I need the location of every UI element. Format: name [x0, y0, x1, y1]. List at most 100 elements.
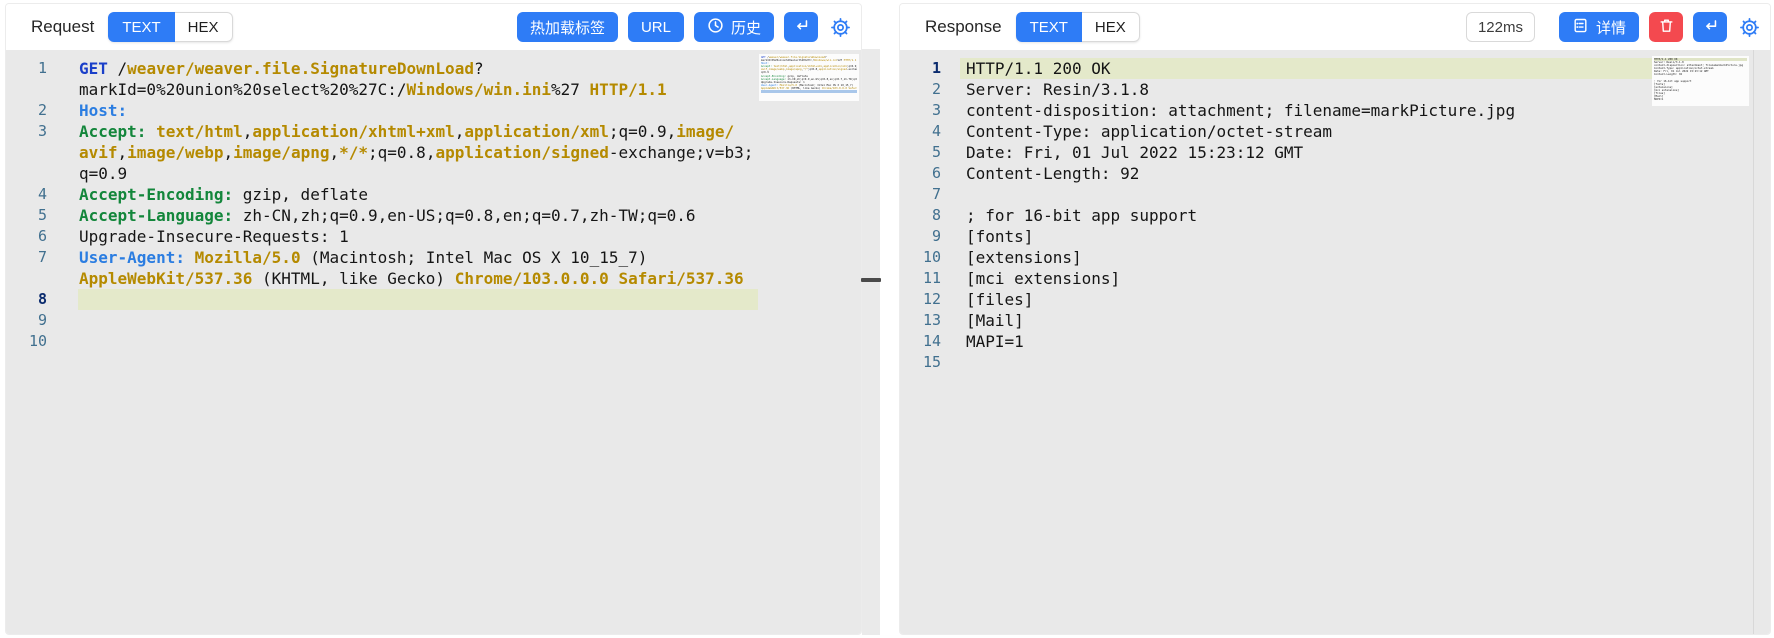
minimap-row: [extensions]: [1654, 85, 1673, 89]
hot-reload-tags-button[interactable]: 热加载标签: [516, 12, 618, 42]
url-label: URL: [640, 18, 671, 36]
send-request-button[interactable]: [784, 12, 818, 42]
line-number: 10: [922, 248, 941, 266]
response-settings-gear-icon[interactable]: [1739, 17, 1760, 38]
minimap-row: Accept-Language: zh-CN,zh;q=0.9,en-US;q=…: [761, 77, 857, 81]
line-number: 14: [922, 332, 941, 350]
code-line[interactable]: 7: [900, 184, 1770, 205]
line-number: 2: [931, 80, 941, 98]
request-panel: Request TEXT HEX 热加载标签 URL 历史: [5, 3, 862, 635]
code-line[interactable]: 12[files]: [900, 289, 1770, 310]
minimap-row: Server: Resin/3.1.8: [1654, 61, 1684, 65]
code-line[interactable]: 13[Mail]: [900, 310, 1770, 331]
code-line[interactable]: q=0.9: [79, 164, 128, 183]
line-number: 9: [931, 227, 941, 245]
response-header: Response TEXT HEX 122ms 详情: [900, 4, 1770, 50]
hot-reload-tags-label: 热加载标签: [529, 19, 605, 37]
minimap-row: AppleWebKit/537.36 (KHTML, like Gecko) C…: [761, 86, 857, 90]
minimap-row: q=0.9: [761, 71, 769, 75]
line-number: 6: [37, 227, 47, 245]
clock-icon: [707, 17, 724, 38]
line-number: 1: [931, 59, 941, 77]
line-number: 1: [37, 59, 47, 77]
code-line[interactable]: 8; for 16-bit app support: [900, 205, 1770, 226]
line-number: 9: [37, 311, 47, 329]
response-title: Response: [925, 17, 1002, 36]
request-minimap[interactable]: GET /weaver/weaver.file.SignatureDownLoa…: [759, 54, 859, 102]
minimap-row: [Mail]: [1654, 95, 1664, 99]
details-button[interactable]: 详情: [1558, 12, 1639, 42]
response-scrollbar-track[interactable]: [1753, 50, 1754, 634]
request-editor[interactable]: 1 GET /weaver/weaver.file.SignatureDownLo…: [6, 50, 861, 634]
line-number: 7: [931, 185, 941, 203]
response-tab-text[interactable]: TEXT: [1015, 12, 1082, 42]
response-view-mode-switch: TEXT HEX: [1015, 12, 1140, 42]
send-from-response-button[interactable]: [1693, 12, 1727, 42]
line-number: 10: [28, 332, 47, 350]
line-number: 5: [37, 206, 47, 224]
minimap-row: content-disposition: attachment; filenam…: [1654, 64, 1744, 68]
latency-badge: 122ms: [1465, 12, 1535, 42]
code-line[interactable]: 1 HTTP/1.1 200 OK: [900, 58, 1770, 79]
request-tab-text[interactable]: TEXT: [108, 12, 175, 42]
code-line[interactable]: 9: [6, 310, 861, 331]
minimap-row: User-Agent: Mozilla/5.0 (Macintosh; Inte…: [761, 83, 854, 87]
code-line[interactable]: 10: [6, 331, 861, 352]
code-line[interactable]: 9[fonts]: [900, 226, 1770, 247]
request-tab-hex[interactable]: HEX: [174, 12, 233, 42]
minimap-row: MAPI=1: [1654, 98, 1664, 102]
line-number: 4: [37, 185, 47, 203]
panel-split-handle[interactable]: [861, 278, 881, 282]
minimap-row: Accept-Encoding: gzip, deflate: [761, 74, 808, 78]
minimap-row: Content-Type: application/octet-stream: [1654, 67, 1714, 71]
minimap-row: Host:: [761, 62, 769, 66]
code-line[interactable]: 15: [900, 352, 1770, 373]
line-number: 3: [931, 101, 941, 119]
history-button[interactable]: 历史: [693, 12, 774, 42]
minimap-row: HTTP/1.1 200 OK: [1654, 58, 1747, 62]
code-line[interactable]: avif,image/webp,image/apng,*/*;q=0.8,app…: [79, 143, 754, 162]
code-line[interactable]: markId=0%20union%20select%20%27C:/Window…: [79, 80, 667, 99]
profile-icon: [1572, 17, 1589, 38]
minimap-row: ; for 16-bit app support: [1654, 79, 1692, 83]
line-number: 15: [922, 353, 941, 371]
line-number: 13: [922, 311, 941, 329]
details-label: 详情: [1595, 19, 1626, 37]
code-line[interactable]: 11[mci extensions]: [900, 268, 1770, 289]
line-number: 5: [931, 143, 941, 161]
minimap-row: [mci extensions]: [1654, 88, 1679, 92]
history-label: 历史: [730, 19, 761, 37]
response-tab-hex[interactable]: HEX: [1081, 12, 1140, 42]
code-line[interactable]: 8: [6, 289, 861, 310]
panel-split-divider: [862, 49, 880, 635]
line-number: 11: [922, 269, 941, 287]
code-line[interactable]: AppleWebKit/537.36 (KHTML, like Gecko) C…: [79, 269, 744, 288]
code-line[interactable]: 10[extensions]: [900, 247, 1770, 268]
clear-response-button[interactable]: [1649, 12, 1683, 42]
minimap-row: [files]: [1654, 92, 1665, 96]
request-settings-gear-icon[interactable]: [830, 17, 851, 38]
minimap-row: [1654, 101, 1747, 104]
minimap-row: [fonts]: [1654, 82, 1665, 86]
url-button[interactable]: URL: [627, 12, 684, 42]
request-title: Request: [31, 17, 95, 36]
line-number: 8: [37, 290, 47, 308]
line-number: 12: [922, 290, 941, 308]
line-number: 6: [931, 164, 941, 182]
